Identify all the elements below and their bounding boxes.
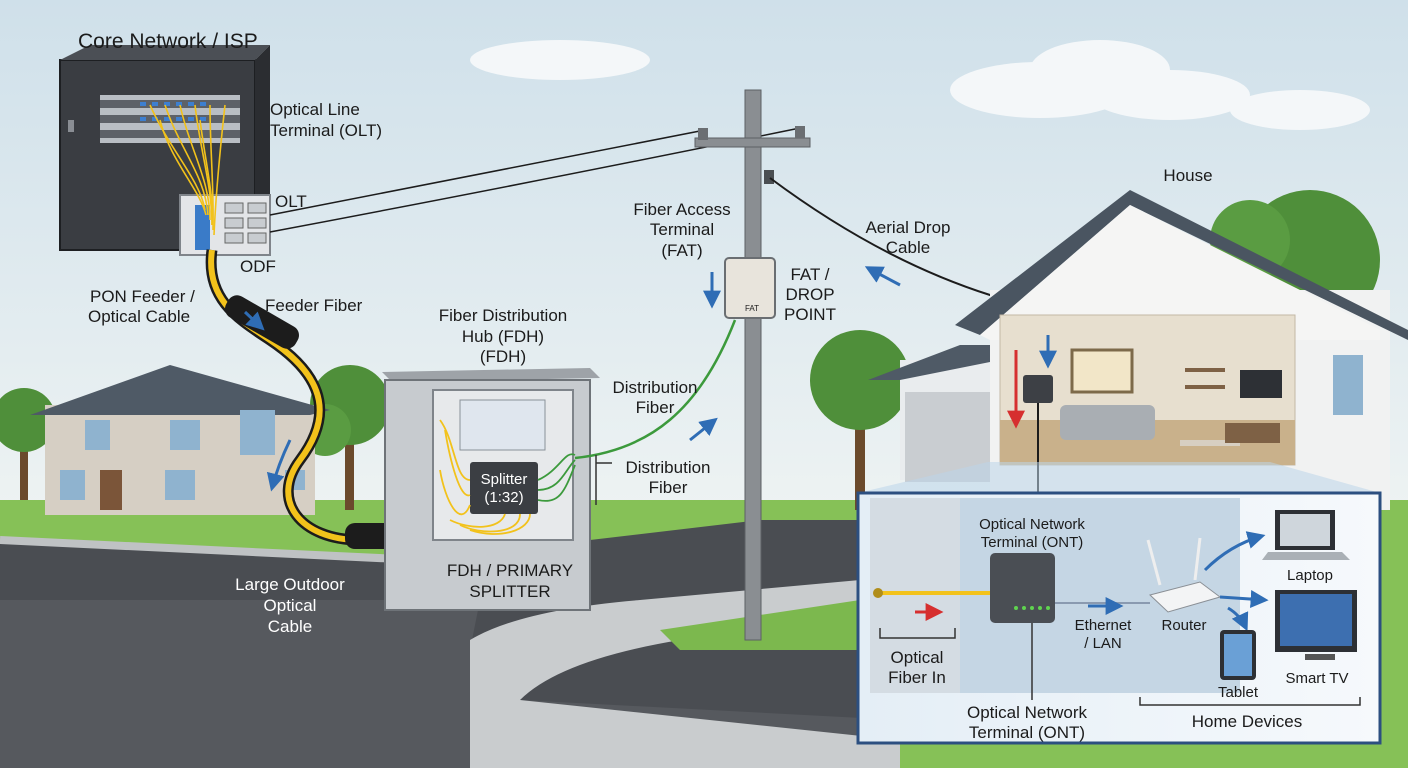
router-to-tv-arrow bbox=[1219, 590, 1269, 609]
ont-bottom-label-line2: Terminal (ONT) bbox=[969, 723, 1085, 742]
splitter-module bbox=[470, 462, 538, 514]
splitter-label-line1: Splitter bbox=[481, 471, 528, 488]
distribution-fiber-lower-line1: Distribution bbox=[625, 458, 710, 477]
smart-tv-device bbox=[1275, 590, 1357, 660]
feeder-down-arrow bbox=[266, 439, 292, 492]
olt-ports bbox=[140, 102, 206, 121]
neighbor-house bbox=[30, 365, 330, 515]
fat-box-text: FAT bbox=[745, 304, 759, 313]
ont-top-label-line2: Terminal (ONT) bbox=[981, 534, 1084, 551]
smart-tv-label: Smart TV bbox=[1285, 670, 1348, 687]
splitter-label-line2: (1:32) bbox=[484, 489, 523, 506]
distribution-bracket bbox=[595, 455, 612, 505]
router-to-tablet-arrow bbox=[1227, 606, 1249, 632]
tree-left bbox=[0, 388, 56, 500]
fdh-cabinet bbox=[382, 368, 600, 611]
distribution-fiber bbox=[574, 319, 737, 460]
fat-drop-label-line3: POINT bbox=[784, 305, 836, 324]
ont-device bbox=[990, 553, 1055, 623]
laptop-label: Laptop bbox=[1287, 567, 1333, 584]
fiber-in-bracket bbox=[879, 628, 956, 639]
laptop-device bbox=[1262, 510, 1350, 560]
router-to-laptop-arrow bbox=[1203, 531, 1266, 572]
fat-label-line2: Terminal bbox=[650, 220, 714, 239]
feeder-arrow bbox=[243, 310, 265, 331]
fdh-fibers bbox=[439, 419, 531, 535]
odf-panel bbox=[179, 194, 271, 256]
aerial-drop-label-line1: Aerial Drop bbox=[865, 218, 950, 237]
fat-label-line3: (FAT) bbox=[661, 241, 702, 260]
large-outdoor-label-line2: Optical bbox=[264, 596, 317, 615]
ont-top-label-line1: Optical Network bbox=[979, 516, 1085, 533]
ethernet-label-line1: Ethernet bbox=[1075, 617, 1133, 634]
home-devices-bracket bbox=[1139, 697, 1361, 706]
tablet-label: Tablet bbox=[1218, 684, 1259, 701]
ont-bottom-label-line1: Optical Network bbox=[967, 703, 1087, 722]
distribution-arrow bbox=[689, 417, 718, 442]
ont-wall-box bbox=[1023, 375, 1053, 403]
ethernet-label-line2: / LAN bbox=[1084, 635, 1122, 652]
core-network-label: Core Network / ISP bbox=[78, 30, 258, 53]
tablet-device bbox=[1220, 630, 1256, 680]
aerial-drop-arrow bbox=[864, 266, 901, 287]
large-outdoor-label-line3: Cable bbox=[268, 617, 312, 636]
distribution-fiber-upper-line2: Fiber bbox=[636, 398, 675, 417]
large-outdoor-label-line1: Large Outdoor bbox=[235, 575, 345, 594]
home-inset-panel bbox=[856, 462, 1382, 745]
pon-feeder-label-line1: PON Feeder / bbox=[90, 287, 195, 306]
olt-label-line2: Terminal (OLT) bbox=[270, 121, 382, 140]
fat-box bbox=[724, 257, 776, 319]
fat-label-line1: Fiber Access bbox=[633, 200, 730, 219]
fdh-label-line1: Fiber Distribution bbox=[439, 306, 568, 325]
router-label: Router bbox=[1161, 617, 1206, 634]
fdh-primary-label-line1: FDH / PRIMARY bbox=[447, 561, 573, 580]
distribution-fiber-lower-line2: Fiber bbox=[649, 478, 688, 497]
home-devices-label: Home Devices bbox=[1192, 712, 1303, 731]
fdh-green-fibers bbox=[537, 453, 576, 502]
fdh-label-line2: Hub (FDH) bbox=[462, 327, 544, 346]
utility-pole bbox=[694, 89, 811, 641]
distribution-fiber-upper-line1: Distribution bbox=[612, 378, 697, 397]
odf-label: ODF bbox=[240, 257, 276, 276]
olt-patch-fibers bbox=[149, 104, 226, 236]
fdh-label-line3: (FDH) bbox=[480, 347, 526, 366]
olt-label-line1: Optical Line bbox=[270, 100, 360, 119]
curb bbox=[0, 536, 421, 564]
fdh-primary-label-line2: SPLITTER bbox=[469, 582, 550, 601]
router-device bbox=[1146, 537, 1222, 613]
clouds bbox=[470, 40, 1370, 130]
optical-fiber-in-line1: Optical bbox=[891, 648, 944, 667]
optical-fiber-in-line2: Fiber In bbox=[888, 668, 946, 687]
pon-feeder-label-line2: Optical Cable bbox=[88, 307, 190, 326]
aerial-drop-label-line2: Cable bbox=[886, 238, 930, 257]
fat-drop-label-line2: DROP bbox=[785, 285, 834, 304]
olt-short-label: OLT bbox=[275, 192, 307, 211]
house-label: House bbox=[1163, 166, 1212, 185]
feeder-fiber-label: Feeder Fiber bbox=[265, 296, 363, 315]
fat-drop-label-line1: FAT / bbox=[790, 265, 829, 284]
